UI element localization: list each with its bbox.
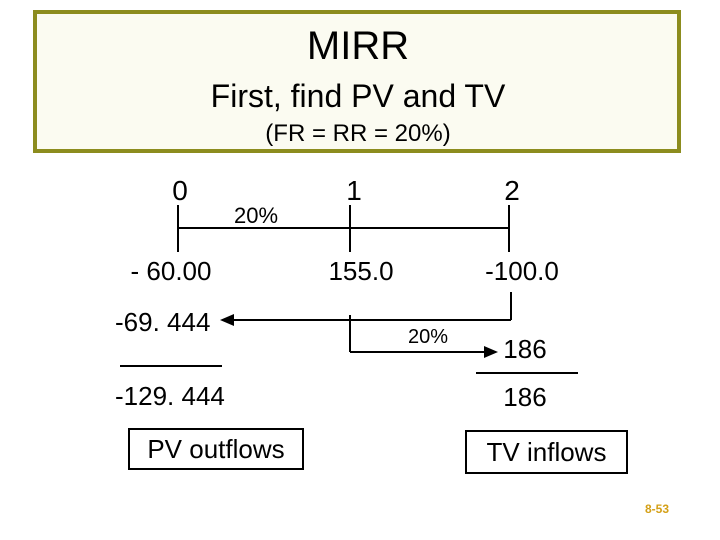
pv-total: -129. 444 [115, 381, 225, 411]
rates-note: (FR = RR = 20%) [265, 120, 451, 147]
cash-flow-1: 155.0 [328, 256, 394, 286]
pv-discounted-value: -69. 444 [115, 307, 211, 337]
pv-outflows-label: PV outflows [128, 428, 304, 470]
tv-total: 186 [503, 382, 547, 412]
discount-arrow-head [220, 314, 234, 326]
page-number: 8-53 [645, 502, 670, 516]
rate-label-timeline: 20% [233, 203, 279, 228]
period-label-1: 1 [346, 175, 362, 206]
cash-flow-0: - 60.00 [130, 256, 212, 286]
title-panel [33, 10, 681, 153]
slide-subtitle: First, find PV and TV [210, 78, 506, 114]
period-label-2: 2 [504, 175, 520, 206]
tv-inflows-label: TV inflows [465, 430, 628, 474]
compound-arrow-head [484, 346, 498, 358]
tv-compounded-value: 186 [503, 334, 547, 364]
period-label-0: 0 [172, 175, 188, 206]
cash-flow-2: -100.0 [485, 256, 559, 286]
rate-label-compound: 20% [408, 326, 449, 348]
slide-title: MIRR [306, 24, 410, 68]
